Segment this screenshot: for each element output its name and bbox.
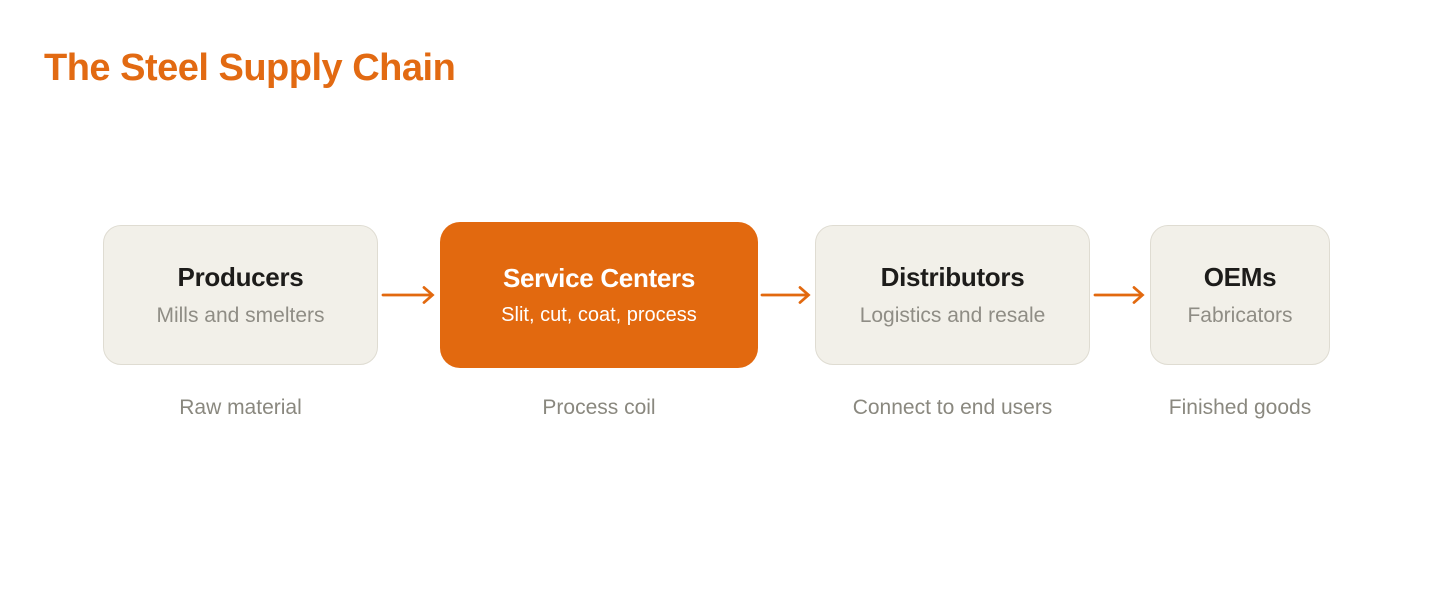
stage-subtitle: Mills and smelters bbox=[156, 303, 325, 327]
stage-distributors: Distributors Logistics and resale Connec… bbox=[815, 225, 1090, 420]
stage-service-centers: Service Centers Slit, cut, coat, process… bbox=[440, 222, 758, 420]
stage-box-distributors: Distributors Logistics and resale bbox=[815, 225, 1090, 365]
arrow-right-icon bbox=[1093, 286, 1145, 304]
stage-caption: Finished goods bbox=[1168, 396, 1312, 419]
stage-title: OEMs bbox=[1203, 262, 1277, 293]
stage-box-service-centers: Service Centers Slit, cut, coat, process bbox=[440, 222, 758, 368]
stage-box-oems: OEMs Fabricators bbox=[1150, 225, 1330, 365]
connector-2 bbox=[758, 225, 815, 365]
stage-subtitle: Logistics and resale bbox=[859, 303, 1046, 327]
stage-caption: Process coil bbox=[542, 396, 656, 419]
arrow-right-icon bbox=[381, 286, 435, 304]
stage-caption: Raw material bbox=[179, 396, 302, 419]
stage-box-producers: Producers Mills and smelters bbox=[103, 225, 378, 365]
stage-title: Service Centers bbox=[502, 262, 696, 293]
stage-producers: Producers Mills and smelters Raw materia… bbox=[103, 225, 378, 420]
stage-oems: OEMs Fabricators Finished goods bbox=[1150, 225, 1330, 420]
stage-caption: Connect to end users bbox=[852, 396, 1053, 419]
page-title: The Steel Supply Chain bbox=[44, 47, 456, 89]
connector-1 bbox=[378, 225, 440, 365]
stage-title: Producers bbox=[177, 262, 304, 293]
arrow-right-icon bbox=[760, 286, 811, 304]
connector-3 bbox=[1090, 225, 1150, 365]
supply-chain-flow: Producers Mills and smelters Raw materia… bbox=[103, 222, 1330, 420]
stage-title: Distributors bbox=[880, 262, 1025, 293]
stage-subtitle: Fabricators bbox=[1187, 303, 1293, 327]
stage-subtitle: Slit, cut, coat, process bbox=[501, 304, 697, 327]
